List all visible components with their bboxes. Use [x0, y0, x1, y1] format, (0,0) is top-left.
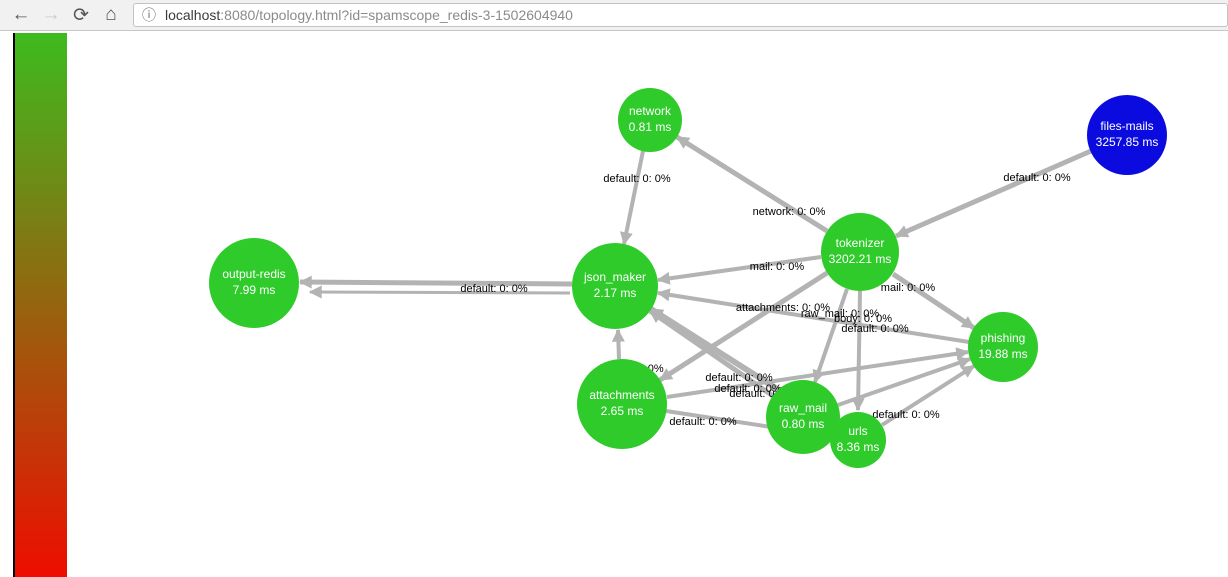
node-label: tokenizer — [835, 236, 885, 251]
edge-tokenizer-to-json_maker — [656, 255, 822, 285]
edge-tokenizer-to-phishing — [891, 271, 976, 331]
edge-label-files-mails-to-tokenizer: default: 0: 0% — [1003, 172, 1071, 184]
edge-label-tokenizer-to-network: network: 0: 0% — [752, 206, 826, 218]
node-label: output-redis — [222, 267, 286, 282]
edge-files-mails-to-tokenizer — [894, 148, 1092, 239]
edge-label-phishing-to-json_maker: default: 0: 0% — [841, 323, 909, 335]
reload-icon[interactable]: ⟳ — [73, 4, 89, 26]
edge-label-network-to-json_maker: default: 0: 0% — [603, 173, 671, 185]
browser-toolbar: ← → ⟳ ⌂ ⓘ localhost:8080/topology.html?i… — [0, 0, 1228, 31]
latency-colorbar — [13, 33, 67, 577]
node-latency: 0.80 ms — [781, 417, 825, 431]
edge-label-urls-to-json_maker: default: 0: 0% — [714, 383, 782, 395]
edge-network-to-json_maker — [619, 150, 645, 246]
node-latency: 19.88 ms — [978, 347, 1028, 361]
node-label: files-mails — [1100, 119, 1154, 134]
edge-label-tokenizer-to-phishing: mail: 0: 0% — [880, 282, 936, 294]
node-label: urls — [848, 424, 868, 439]
edge-raw_mail-to-json_maker — [648, 308, 775, 399]
back-icon[interactable]: ← — [11, 4, 31, 25]
node-label: json_maker — [583, 270, 647, 285]
node-label: raw_mail — [778, 401, 827, 416]
edge-urls-to-phishing — [880, 364, 976, 427]
url-host: localhost — [165, 7, 221, 23]
edge-raw_mail-to-phishing — [837, 356, 972, 407]
node-latency: 3202.21 ms — [828, 252, 892, 266]
node-label: phishing — [980, 331, 1026, 346]
edge-label-tokenizer-to-attachments: attachments: 0: 0% — [735, 302, 831, 314]
address-bar[interactable]: ⓘ localhost:8080/topology.html?id=spamsc… — [133, 3, 1228, 27]
edge-label-tokenizer-to-json_maker: mail: 0: 0% — [749, 261, 805, 273]
edge-tokenizer-to-network — [675, 134, 829, 234]
page-info-icon[interactable]: ⓘ — [142, 7, 156, 23]
home-icon[interactable]: ⌂ — [105, 4, 117, 25]
edge-json_maker-to-output-redis — [308, 285, 571, 299]
node-latency: 7.99 ms — [232, 283, 276, 297]
node-latency: 8.36 ms — [836, 440, 880, 454]
node-label: attachments — [589, 388, 655, 403]
forward-icon: → — [41, 4, 61, 25]
edge-label-json_maker-to-output-redis: default: 0: 0% — [460, 283, 528, 295]
edge-label-raw_mail-to-json_maker: default: 0: 0% — [705, 372, 773, 384]
node-latency: 0.81 ms — [628, 120, 672, 134]
node-latency: 2.65 ms — [600, 404, 644, 418]
edge-label-attachments-to-urls: default: 0: 0% — [669, 416, 737, 428]
edge-tokenizer-to-raw_mail — [812, 288, 849, 384]
node-label: network — [628, 104, 672, 119]
edge-label-tokenizer-to-urls: body: 0: 0% — [833, 313, 893, 325]
edge-tokenizer-to-attachments — [658, 270, 829, 383]
url-path: :8080/topology.html?id=spamscope_redis-3… — [220, 7, 573, 23]
edge-label-tokenizer-to-raw_mail: raw_mail: 0: 0% — [800, 308, 880, 320]
edge-attachments-to-json_maker — [611, 328, 625, 360]
edge-json_maker-to-output-redis — [298, 275, 573, 289]
node-latency: 2.17 ms — [593, 286, 637, 300]
node-latency: 3257.85 ms — [1095, 135, 1159, 149]
edge-phishing-to-json_maker — [656, 288, 970, 344]
edge-label-urls-to-phishing: default: 0: 0% — [872, 409, 940, 421]
edge-attachments-to-phishing — [666, 347, 970, 399]
edge-tokenizer-to-urls — [851, 290, 865, 412]
